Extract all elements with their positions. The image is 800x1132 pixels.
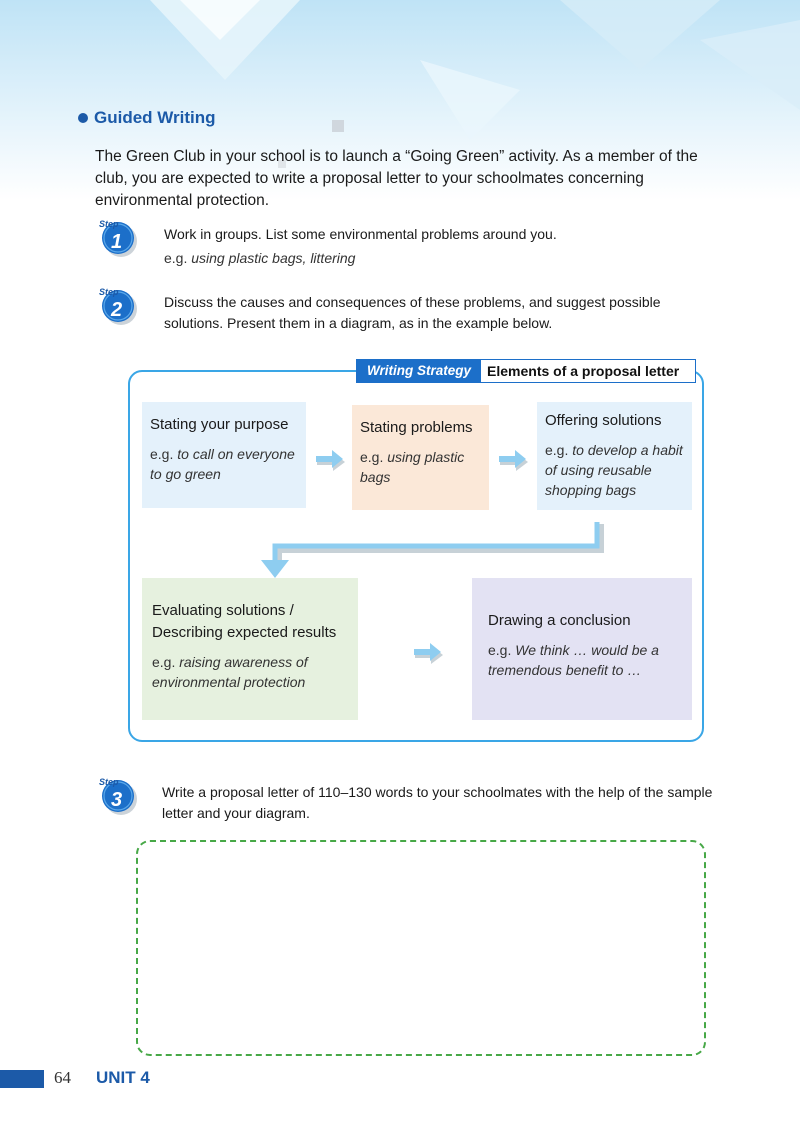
arrow-right-icon — [414, 643, 443, 664]
step-number: 2 — [110, 299, 122, 321]
box-example: e.g. to develop a habit of using reusabl… — [545, 442, 683, 498]
step-1-text: Work in groups. List some environmental … — [164, 226, 557, 242]
intro-paragraph: The Green Club in your school is to laun… — [95, 148, 698, 209]
section-title: Guided Writing — [94, 108, 216, 127]
step-2-badge-icon: Step 2 — [99, 287, 137, 325]
box-offering-solutions: Offering solutions e.g. to develop a hab… — [537, 402, 692, 510]
footer-accent-bar — [0, 1070, 44, 1088]
eg-text: using plastic bags, littering — [191, 250, 356, 266]
box-example: e.g. We think … would be a tremendous be… — [488, 642, 659, 678]
box-example: e.g. to call on everyone to go green — [150, 446, 295, 482]
box-drawing-conclusion: Drawing a conclusion e.g. We think … wou… — [472, 578, 692, 720]
step-3-badge-icon: Step 3 — [99, 777, 137, 815]
page-number: 64 — [54, 1068, 71, 1087]
step-word: Step — [99, 777, 119, 787]
box-stating-purpose: Stating your purpose e.g. to call on eve… — [142, 402, 306, 508]
bullet-dot-icon — [78, 113, 88, 123]
step-1-badge-icon: Step 1 — [99, 219, 137, 257]
box-title: Evaluating solutions / Describing expect… — [152, 602, 337, 641]
arrow-right-icon — [499, 450, 528, 471]
step-2-text: Discuss the causes and consequences of t… — [164, 294, 661, 331]
box-title: Stating problems — [360, 419, 473, 436]
connector-arrow-icon — [261, 522, 604, 578]
writing-strategy-tab: Writing Strategy Elements of a proposal … — [356, 359, 697, 383]
box-title: Drawing a conclusion — [488, 612, 631, 629]
box-title: Stating your purpose — [150, 416, 289, 433]
box-evaluating-solutions: Evaluating solutions / Describing expect… — [142, 578, 358, 720]
box-stating-problems: Stating problems e.g. using plastic bags — [352, 405, 489, 510]
step-word: Step — [99, 287, 119, 297]
box-example: e.g. raising awareness of environmental … — [152, 654, 308, 690]
section-heading: Guided Writing — [78, 108, 216, 128]
step-number: 1 — [111, 231, 122, 253]
step-word: Step — [99, 219, 119, 229]
answer-writing-area[interactable] — [136, 840, 706, 1056]
step-number: 3 — [111, 789, 122, 811]
strategy-title: Elements of a proposal letter — [487, 363, 680, 379]
arrow-right-icon — [316, 450, 345, 471]
box-example: e.g. using plastic bags — [360, 449, 465, 485]
step-1-example: e.g. using plastic bags, littering — [164, 250, 355, 266]
strategy-label: Writing Strategy — [357, 360, 482, 382]
unit-label: UNIT 4 — [96, 1068, 150, 1087]
step-3-text: Write a proposal letter of 110–130 words… — [162, 784, 713, 821]
box-title: Offering solutions — [545, 412, 662, 429]
eg-prefix: e.g. — [164, 250, 192, 266]
